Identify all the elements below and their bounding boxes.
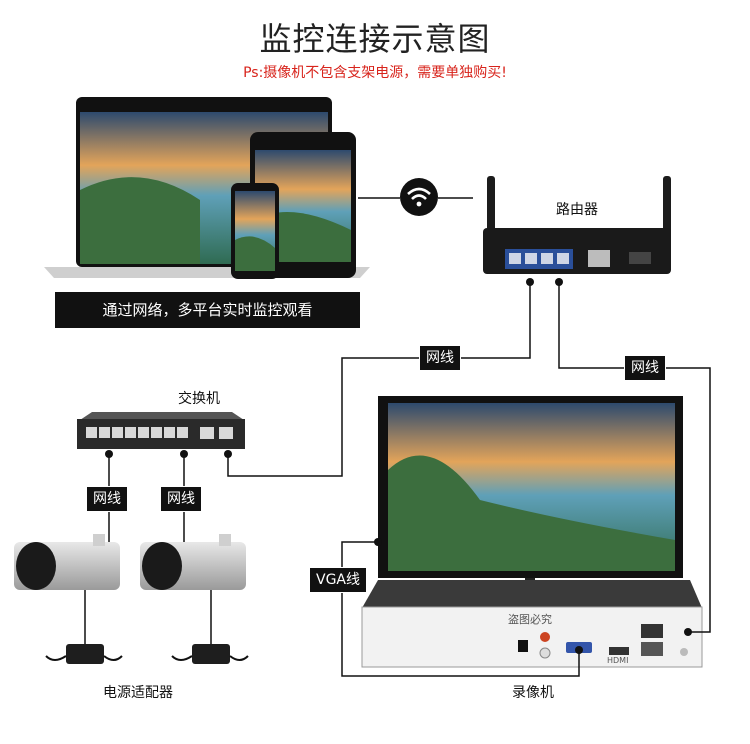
power-adapter-icon bbox=[46, 644, 122, 664]
nvr-label: 录像机 bbox=[512, 682, 554, 702]
cable-tag-vga: VGA线 bbox=[309, 567, 367, 593]
switch-icon bbox=[77, 412, 245, 449]
power-adapter-label: 电源适配器 bbox=[103, 682, 173, 702]
router-icon bbox=[483, 176, 671, 274]
hdmi-port-label: HDMI bbox=[607, 656, 628, 665]
camera-icon bbox=[14, 534, 120, 590]
phone-icon bbox=[231, 183, 279, 279]
router-label: 路由器 bbox=[556, 199, 598, 219]
wifi-icon bbox=[400, 178, 438, 216]
camera-icon bbox=[140, 534, 246, 590]
switch-label: 交换机 bbox=[178, 388, 220, 408]
nvr-watermark: 盗图必究 bbox=[508, 611, 552, 627]
cable-tag-camera-2: 网线 bbox=[160, 486, 202, 512]
cable-tag-router-switch: 网线 bbox=[419, 345, 461, 371]
cable-tag-camera-1: 网线 bbox=[86, 486, 128, 512]
multi-platform-banner: 通过网络，多平台实时监控观看 bbox=[55, 292, 360, 328]
power-adapter-icon bbox=[172, 644, 248, 664]
cable-tag-router-nvr: 网线 bbox=[624, 355, 666, 381]
monitor-icon bbox=[378, 396, 683, 588]
